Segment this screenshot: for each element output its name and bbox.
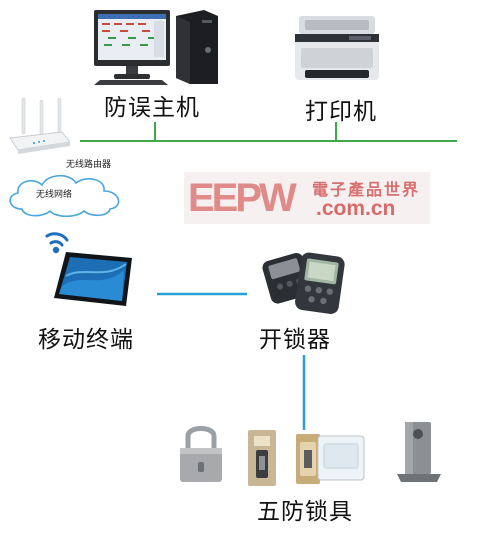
wifi-signal-icon — [45, 232, 69, 254]
printer-label: 打印机 — [305, 99, 377, 125]
padlock-icon — [176, 422, 226, 486]
host-label: 防误主机 — [104, 95, 200, 121]
box-lock-icon — [294, 430, 368, 488]
unlocker-image — [258, 244, 350, 316]
wireless-cloud-image — [4, 171, 126, 219]
watermark-brand: EEPW — [188, 176, 297, 220]
printer-image — [291, 12, 383, 84]
watermark-cn-text: 電子產品世界 — [312, 180, 421, 199]
host-computer-image — [92, 8, 222, 86]
mobile-terminal-image — [44, 228, 140, 310]
router-label: 无线路由器 — [66, 160, 112, 170]
eepw-watermark: EEPW 電子產品世界 .com.cn — [184, 172, 430, 224]
door-lock-icon — [244, 428, 280, 488]
mobile-terminal-label: 移动终端 — [38, 327, 134, 353]
watermark-domain: .com.cn — [316, 197, 396, 220]
router-image — [8, 96, 70, 158]
cloud-label: 无线网络 — [36, 190, 73, 200]
unlocker-label: 开锁器 — [259, 327, 331, 353]
locks-label: 五防锁具 — [257, 499, 353, 525]
bracket-lock-icon — [395, 420, 443, 484]
